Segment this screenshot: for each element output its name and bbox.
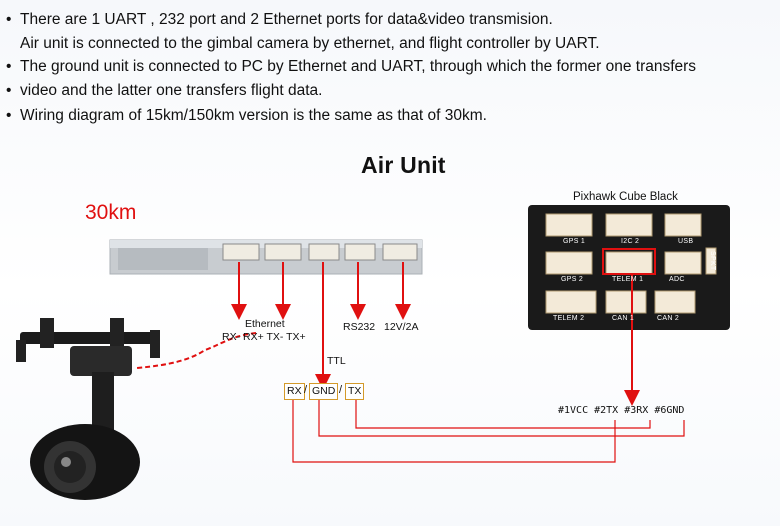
fc-port-label: CAN 1: [612, 315, 635, 322]
ethernet-label: Ethernet: [245, 318, 285, 330]
pin-rx: RX: [284, 383, 305, 400]
bullet-item: • There are 1 UART , 232 port and 2 Ether…: [6, 8, 776, 32]
fc-title: Pixhawk Cube Black: [573, 191, 678, 203]
fc-port-label: SPKT: [709, 251, 716, 271]
air-unit-board: [109, 239, 423, 275]
bullet-item: Air unit is connected to the gimbal came…: [6, 32, 776, 56]
bullet-text: Air unit is connected to the gimbal came…: [20, 34, 600, 52]
bullet-dot: •: [6, 58, 12, 75]
pin-tx: TX: [345, 383, 365, 400]
bullet-item: • video and the latter one transfers flig…: [6, 79, 776, 103]
power-label: 12V/2A: [384, 321, 419, 333]
pin-separator: /: [304, 384, 308, 396]
pin-separator: /: [339, 384, 343, 396]
bullet-item: • Wiring diagram of 15km/150km version is…: [6, 104, 776, 128]
gimbal-camera-icon: [16, 318, 160, 500]
bullet-list: • There are 1 UART , 232 port and 2 Ether…: [6, 8, 776, 128]
bullet-dot: •: [6, 107, 12, 124]
pin-gnd: GND: [309, 383, 339, 400]
fc-port-label: ADC: [669, 276, 685, 283]
bullet-text: Wiring diagram of 15km/150km version is …: [20, 107, 487, 124]
fc-port-label: USB: [678, 238, 694, 245]
fc-port-label: GPS 1: [563, 238, 586, 245]
ethernet-pins-label: RX- RX+ TX- TX+: [222, 331, 306, 343]
fc-port-label: GPS 2: [561, 276, 584, 283]
pixhawk-board: [528, 205, 730, 330]
bullet-text: There are 1 UART , 232 port and 2 Ethern…: [20, 11, 553, 28]
ttl-label: TTL: [327, 355, 346, 367]
rs232-label: RS232: [343, 321, 376, 333]
version-label: 30km: [85, 201, 137, 224]
fc-port-label: TELEM 2: [553, 315, 585, 322]
fc-pin-labels: #1VCC #2TX #3RX #6GND: [558, 405, 685, 416]
fc-port-label: TELEM 1: [612, 276, 644, 283]
bullet-text: The ground unit is connected to PC by Et…: [20, 58, 697, 75]
fc-port-label: CAN 2: [657, 315, 680, 322]
bullet-dot: •: [6, 11, 12, 28]
diagram-title: Air Unit: [361, 152, 446, 178]
bullet-item: • The ground unit is connected to PC by E…: [6, 55, 776, 79]
fc-port-label: I2C 2: [621, 238, 640, 245]
bullet-dot: •: [6, 81, 12, 99]
bullet-text: video and the latter one transfers fligh…: [20, 81, 323, 99]
